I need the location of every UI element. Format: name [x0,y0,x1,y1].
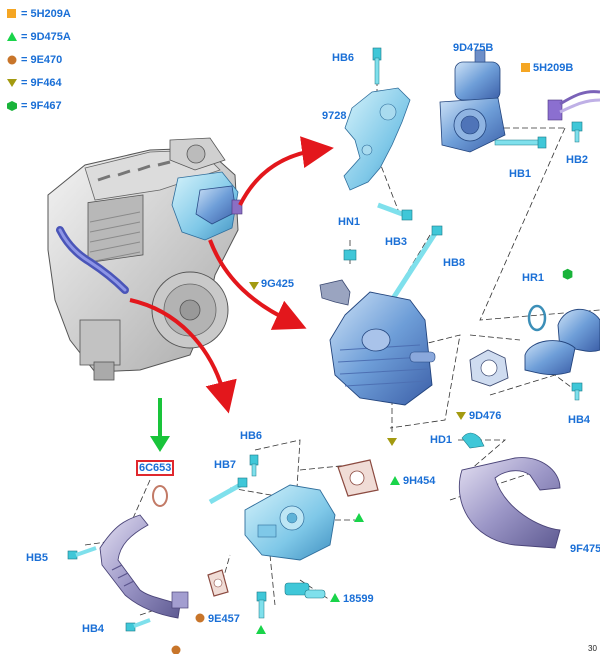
callout-9d476: 9D476 [469,410,502,422]
bolt-hb4-right [571,382,583,401]
callout-hr1: HR1 [522,272,545,284]
callout-hb5: HB5 [26,552,49,564]
callout-hb4-right: HB4 [568,414,591,426]
marker-tri-valve [354,513,364,522]
ring-6c653 [152,485,168,507]
callout-hb6-mid: HB6 [240,430,263,442]
callout-9d475b: 9D475B [453,42,494,54]
marker-circle-9e457 [195,613,205,623]
callout-hb4-left: HB4 [82,623,105,635]
legend-row-square: = 5H209A [6,8,71,22]
callout-hn1: HN1 [338,216,361,228]
bolt-hb2 [571,121,583,143]
callout-hb3: HB3 [385,236,408,248]
circle-icon [6,54,18,66]
marker-tri-down-9g425 [249,282,259,290]
egr-pipe-left [99,514,189,619]
marker-hex-right [562,268,573,280]
bolt-hb7 [208,477,248,505]
egr-cooler [329,291,436,406]
red-arrow-turbo [238,136,334,206]
callout-5h209b: 5H209B [533,62,574,74]
callout-18599: 18599 [343,593,374,605]
clip-hd1 [461,432,485,449]
bolt-hb3 [377,202,413,221]
marker-tri-18599 [330,593,340,602]
marker-tri-down-9d476 [456,412,466,420]
marker-circle-bottom [171,645,181,654]
marker-square-5h209b [521,63,530,72]
triangle-down-icon [6,77,18,89]
marker-tri-down-cooler [387,438,397,446]
callout-9e457: 9E457 [208,613,240,625]
callout-9728: 9728 [322,110,347,122]
callout-hb7: HB7 [214,459,237,471]
red-arrow-egr-cooler [208,239,307,330]
callout-hb8: HB8 [443,257,466,269]
callout-9g425: 9G425 [261,278,295,290]
sensor-5h209b [547,90,600,121]
bracket-9728 [343,87,411,191]
engine-illustration [47,137,243,381]
bolt-lower-center [256,591,267,619]
pipe-9f475 [458,457,561,549]
marker-tri-9h454 [390,476,400,485]
bolt-hb6-mid [249,454,259,477]
legend-row-triangle-up: = 9D475A [6,31,71,45]
legend-row-hexagon: = 9F467 [6,100,62,114]
egr-valve-9d475b [439,49,506,153]
legend-row-triangle-down: = 9F464 [6,77,62,91]
triangle-up-icon [6,31,18,43]
callout-6c653-highlighted: 6C653 [136,460,175,476]
callout-hb2: HB2 [566,154,589,166]
callout-9f475: 9F475 [570,543,600,555]
square-icon [6,8,18,20]
bolt-hb5 [67,546,97,560]
ring-hr1 [527,304,547,332]
callout-hb1: HB1 [509,168,532,180]
document-number: 30 [588,644,597,653]
nut-hn1 [343,249,357,261]
fitting-18599 [284,582,326,599]
bolt-hb1 [494,136,547,149]
bracket-9g425 [319,279,351,306]
gasket-9h454 [337,459,379,497]
callout-hb6-top: HB6 [332,52,355,64]
hexagon-icon [6,100,18,112]
red-arrow-egr-valve [129,298,237,414]
bolt-hb6-top [372,47,382,85]
legend-row-circle: = 9E470 [6,54,62,68]
bolt-hb8 [389,225,443,302]
egr-valve-body [244,484,336,561]
marker-tri-bottom [256,625,266,634]
callout-hd1: HD1 [430,434,453,446]
pipe-elbow-right [524,308,600,375]
bolt-hb4-left [125,618,151,632]
callout-9h454: 9H454 [403,475,436,487]
